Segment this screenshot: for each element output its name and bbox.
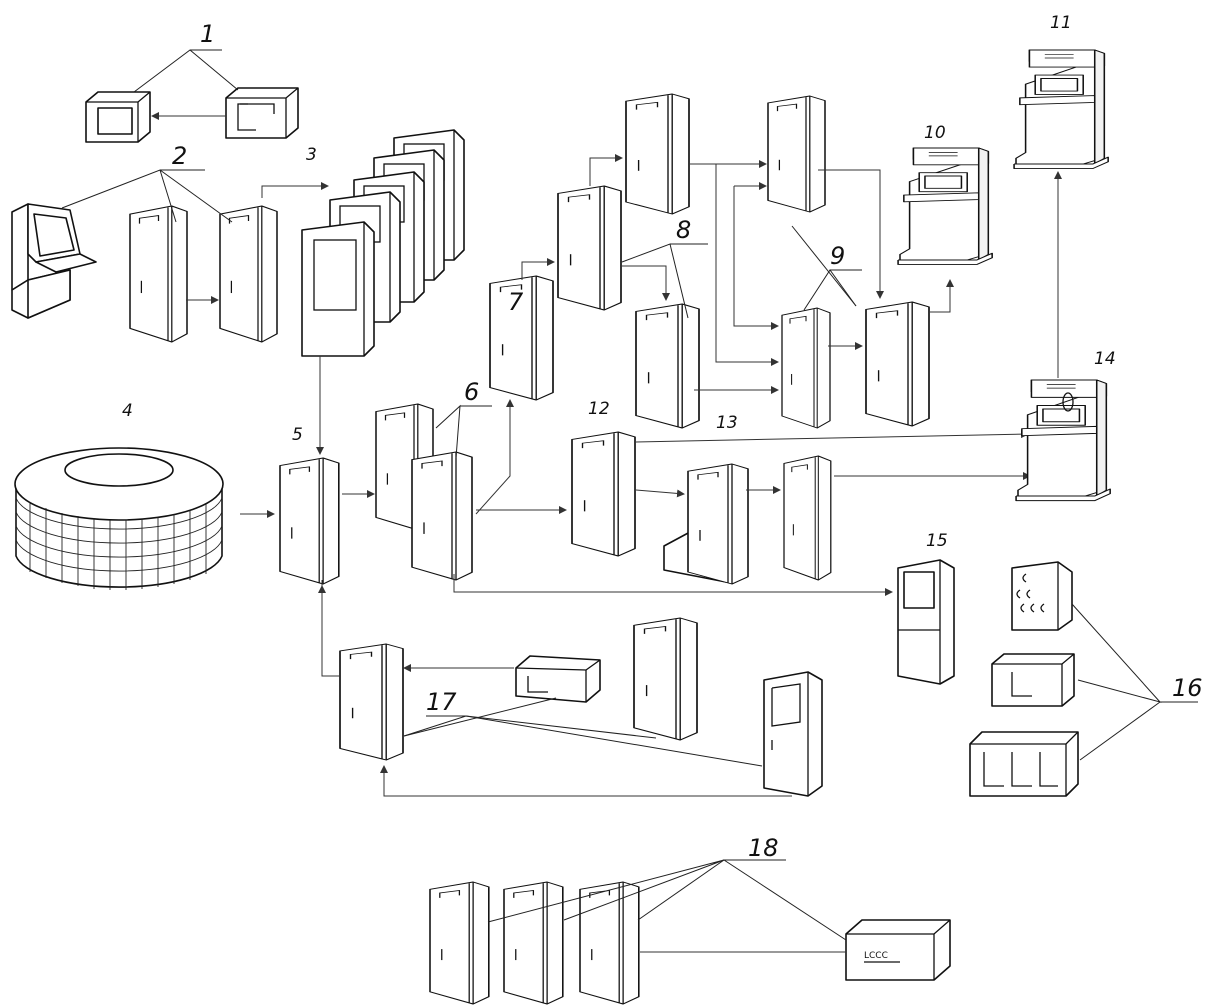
cabinet-stack-3: 3	[262, 130, 464, 356]
machine-console-11: 11	[1014, 13, 1108, 378]
central-unit-5: 5	[280, 356, 339, 584]
label-4: 4	[122, 401, 133, 421]
assembly-group-9: 9	[690, 96, 929, 428]
label-3: 3	[306, 145, 317, 165]
label-17: 17	[426, 688, 457, 716]
ring-warehouse-4: 4	[15, 401, 274, 590]
server-box-marking: LCCC	[864, 951, 888, 961]
label-2: 2	[172, 142, 187, 170]
peripheral-unit-a	[1012, 562, 1072, 630]
label-5: 5	[292, 425, 303, 445]
monitor-unit	[86, 92, 150, 142]
label-10: 10	[924, 123, 946, 143]
label-6: 6	[464, 378, 479, 406]
server-box: LCCC	[846, 920, 950, 980]
label-11: 11	[1050, 13, 1072, 33]
label-14: 14	[1094, 349, 1116, 369]
label-8: 8	[676, 216, 691, 244]
machine-console-10: 10	[898, 123, 992, 312]
label-9: 9	[830, 242, 845, 270]
transfer-unit-7: 7	[476, 276, 553, 514]
line-unit-12: 12	[476, 399, 635, 556]
processing-pair-6: 6	[342, 378, 492, 580]
tooling-group-17: 17	[322, 580, 822, 796]
label-18: 18	[748, 834, 779, 862]
tooling-box	[516, 656, 600, 702]
peripheral-unit-c	[970, 732, 1078, 796]
label-7: 7	[508, 288, 524, 316]
label-15: 15	[926, 531, 948, 551]
design-group-2: 2	[12, 142, 277, 342]
label-13: 13	[716, 413, 738, 433]
tooling-station	[764, 672, 822, 796]
machine-console-14: 14	[1016, 349, 1116, 501]
line-unit-13: 13	[636, 413, 1030, 584]
label-16: 16	[1172, 674, 1203, 702]
design-cabinet-a	[130, 206, 187, 342]
server-group-18: LCCC 18	[430, 834, 950, 1004]
label-12: 12	[588, 399, 610, 419]
peripheral-unit-b	[992, 654, 1074, 706]
peripheral-group-16: 16	[970, 562, 1203, 796]
design-cabinet-b	[220, 206, 277, 342]
design-terminal	[12, 204, 96, 318]
label-1: 1	[200, 20, 215, 48]
computer-unit	[226, 88, 298, 138]
workstation-group-1: 1	[86, 20, 298, 142]
